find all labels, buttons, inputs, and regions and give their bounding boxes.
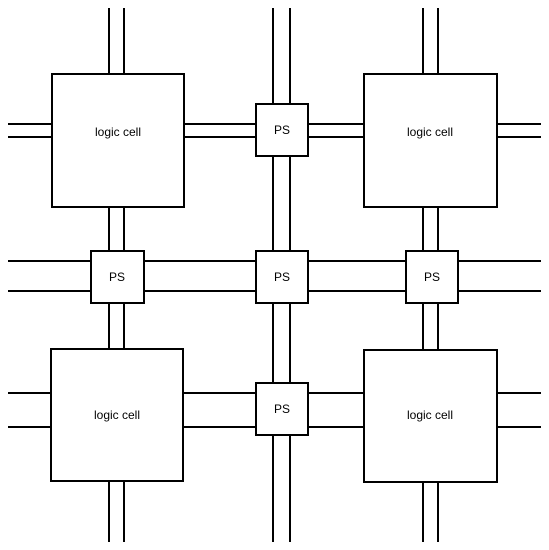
logic-cell-label: logic cell xyxy=(407,125,453,139)
ps-top-center: PS xyxy=(255,103,309,157)
switch-label: PS xyxy=(424,270,440,284)
logic-cell-label: logic cell xyxy=(407,408,453,422)
ps-middle-right: PS xyxy=(405,250,459,304)
logic-cell-label: logic cell xyxy=(94,408,140,422)
switch-label: PS xyxy=(109,270,125,284)
logic-cell-top-right: logic cell xyxy=(363,73,498,208)
switch-label: PS xyxy=(274,123,290,137)
ps-middle-center: PS xyxy=(255,250,309,304)
routing-wires xyxy=(8,8,541,542)
logic-cell-bottom-right: logic cell xyxy=(363,349,498,483)
ps-bottom-center: PS xyxy=(255,382,309,436)
logic-cell-bottom-left: logic cell xyxy=(50,348,184,482)
switch-label: PS xyxy=(274,402,290,416)
switch-label: PS xyxy=(274,270,290,284)
logic-cell-top-left: logic cell xyxy=(51,73,185,208)
ps-middle-left: PS xyxy=(90,250,145,304)
logic-cell-label: logic cell xyxy=(95,125,141,139)
